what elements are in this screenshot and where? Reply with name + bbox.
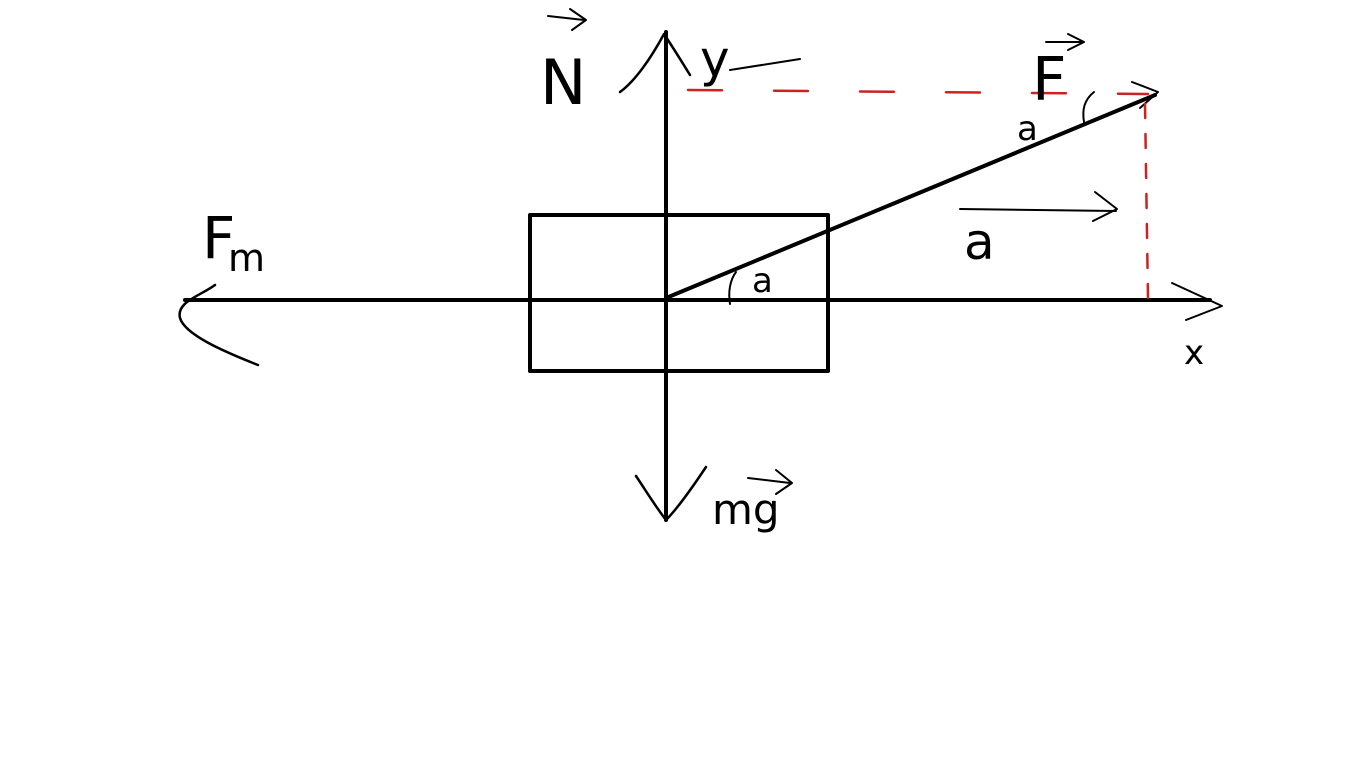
applied-force-arrowhead [1131,81,1159,109]
projection-horizontal [686,88,1150,96]
y-axis-label: y [700,30,730,88]
applied-force-line [664,93,1157,300]
normal-arrowhead [618,32,692,94]
friction-subscript-label: m [228,236,265,280]
friction-arrowhead [178,283,260,367]
block [528,213,830,373]
acceleration-arrowhead [1092,191,1118,222]
y-axis-label-stroke [729,58,801,71]
gravity-label: mg [712,485,780,534]
x-axis-arrowhead [1171,282,1223,321]
angle-arc-origin [728,271,737,305]
angle-origin-label: a [752,261,773,301]
normal-force-label: N [540,46,586,119]
gravity-vector-arrow [747,469,793,495]
gravity-arrowhead [634,465,708,522]
angle-arc-tip [1082,91,1095,123]
acceleration-arrow-line [959,208,1117,212]
applied-vector-arrow [1045,33,1085,51]
projection-vertical [1143,102,1150,300]
x-axis-label: x [1184,333,1204,373]
angle-tip-label: a [1017,109,1038,149]
acceleration-label: a [964,213,995,271]
friction-force-label: F [202,204,235,272]
normal-vector-arrow [547,8,587,31]
applied-force-label: F [1032,45,1067,115]
